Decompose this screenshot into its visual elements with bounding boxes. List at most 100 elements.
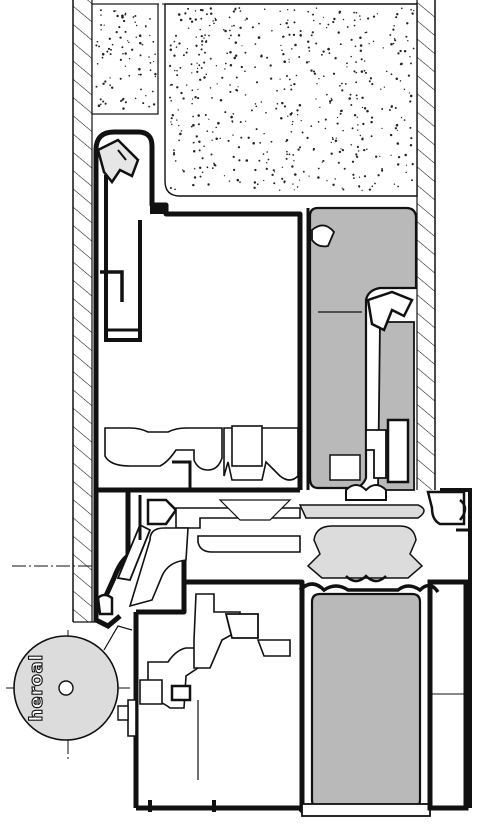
insulation-dot (389, 34, 392, 36)
insulation-dot (200, 34, 203, 38)
insulation-dot (317, 176, 320, 179)
insulation-infill (91, 3, 418, 197)
insulation-dot (396, 142, 400, 145)
insulation-dot (99, 98, 102, 101)
insulation-dot (328, 52, 331, 55)
insulation-dot (234, 41, 238, 44)
insulation-dot (400, 116, 403, 119)
wall-section (72, 0, 436, 623)
insulation-dot (169, 96, 171, 99)
insulation-dot (196, 70, 199, 73)
insulation-dot (293, 189, 295, 191)
insulation-dot (372, 40, 375, 43)
insulation-dot (213, 163, 216, 166)
insulation-dot (411, 12, 414, 15)
insulation-dot (197, 123, 200, 126)
insulation-dot (330, 97, 332, 100)
insulation-dot (287, 19, 289, 21)
insulation-dot (173, 54, 176, 57)
insulation-dot (194, 10, 197, 12)
insulation-dot (330, 141, 332, 144)
insulation-dot (186, 84, 188, 86)
insulation-dot (299, 34, 302, 37)
insulation-dot (405, 35, 408, 38)
insulation-dot (332, 20, 335, 24)
insulation-dot (262, 153, 265, 155)
insulation-dot (176, 86, 179, 89)
insulation-dot (332, 138, 334, 141)
insulation-dot (209, 57, 212, 60)
insulation-dot (135, 36, 138, 38)
insulation-dot (199, 175, 202, 178)
insulation-dot (392, 42, 395, 45)
insulation-dot (395, 16, 398, 19)
insulation-dot (310, 34, 313, 37)
insulation-dot (245, 159, 249, 162)
insulation-dot (204, 34, 206, 36)
insulation-dot (267, 158, 270, 161)
insulation-dot (110, 48, 112, 51)
middle-seal-zone (93, 484, 467, 629)
insulation-dot (231, 121, 234, 123)
insulation-dot (281, 166, 284, 168)
insulation-dot (288, 33, 291, 36)
insulation-dot (296, 114, 299, 116)
insulation-dot (333, 17, 336, 21)
insulation-dot (291, 165, 294, 168)
insulation-left (91, 3, 159, 115)
insulation-dot (266, 56, 269, 59)
insulation-dot (108, 37, 111, 40)
insulation-dot (251, 26, 254, 29)
insulation-dot (353, 70, 356, 73)
insulation-dot (191, 72, 193, 74)
insulation-dot (100, 24, 103, 26)
insulation-dot (198, 53, 201, 56)
insulation-dot (122, 19, 126, 23)
insulation-dot (319, 22, 321, 25)
insulation-dot (279, 10, 281, 13)
insulation-dot (291, 48, 293, 50)
insulation-dot (169, 84, 172, 86)
insulation-dot (197, 97, 200, 100)
insulation-dot (346, 66, 348, 68)
insulation-dot (366, 109, 369, 113)
insulation-dot (190, 125, 193, 128)
upper-glass-pane (308, 206, 418, 490)
insulation-dot (332, 183, 335, 187)
insulation-dot (142, 102, 145, 105)
insulation-dot (316, 83, 318, 85)
insulation-dot (139, 41, 142, 45)
insulation-dot (127, 40, 129, 42)
insulation-dot (253, 186, 256, 189)
insulation-dot (252, 142, 255, 145)
insulation-dot (177, 109, 179, 111)
insulation-dot (340, 109, 343, 113)
insulation-dot (352, 173, 355, 176)
insulation-main (164, 3, 418, 197)
insulation-dot (338, 11, 341, 14)
insulation-dot (104, 102, 107, 105)
insulation-dot (254, 43, 257, 45)
insulation-dot (119, 58, 122, 61)
insulation-dot (144, 25, 147, 28)
insulation-dot (149, 18, 151, 20)
insulation-dot (215, 65, 218, 67)
logo-wordmark: heroal (26, 654, 47, 722)
insulation-dot (108, 47, 111, 50)
insulation-dot (283, 88, 286, 90)
insulation-dot (196, 62, 198, 64)
insulation-dot (315, 7, 318, 9)
insulation-dot (394, 127, 398, 130)
insulation-dot (201, 40, 204, 43)
insulation-dot (337, 161, 340, 164)
insulation-dot (189, 17, 192, 21)
insulation-dot (403, 50, 407, 53)
insulation-dot (266, 162, 268, 164)
frame-outer-wall (93, 129, 303, 490)
insulation-dot (322, 16, 325, 18)
insulation-dot (355, 61, 357, 63)
upper-frame-profile (93, 129, 303, 493)
insulation-dot (229, 50, 232, 54)
insulation-dot (122, 52, 124, 55)
insulation-dot (330, 152, 333, 155)
